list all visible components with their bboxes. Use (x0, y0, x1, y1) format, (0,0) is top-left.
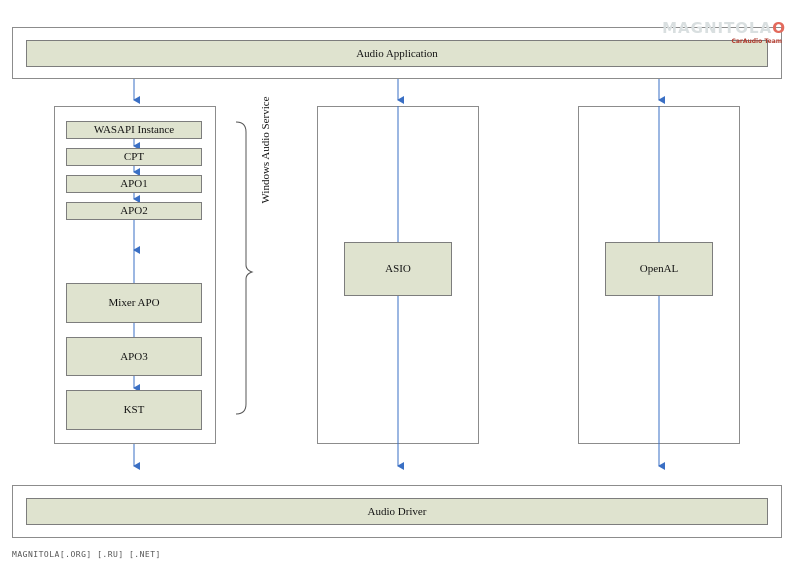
windows-audio-service-label: Windows Audio Service (260, 96, 272, 204)
cpt-label: CPT (123, 151, 145, 163)
wasapi-instance-label: WASAPI Instance (93, 124, 175, 136)
cpt-box: CPT (66, 148, 202, 166)
wasapi-instance-box: WASAPI Instance (66, 121, 202, 139)
apo3-label: APO3 (120, 350, 148, 363)
service-brace (235, 121, 254, 415)
watermark-main-text: MAGNITOLAO (662, 19, 786, 37)
audio-driver-box: Audio Driver (26, 498, 768, 525)
openal-box: OpenAL (605, 242, 713, 296)
audio-application-box: Audio Application (26, 40, 768, 67)
asio-box: ASIO (344, 242, 452, 296)
audio-application-label: Audio Application (356, 47, 438, 60)
footer-text: MAGNITOLA[.ORG] [.RU] [.NET] (12, 550, 161, 559)
openal-label: OpenAL (639, 263, 679, 275)
watermark-logo: MAGNITOLAO CarAudio Team (662, 19, 786, 49)
audio-driver-label: Audio Driver (367, 505, 427, 518)
apo2-box: APO2 (66, 202, 202, 220)
mixer-apo-label: Mixer APO (108, 297, 160, 309)
apo1-label: APO1 (120, 178, 148, 190)
watermark-sub-text: CarAudio Team (731, 38, 782, 45)
mixer-apo-box: Mixer APO (66, 283, 202, 323)
kst-label: KST (123, 404, 145, 416)
apo1-box: APO1 (66, 175, 202, 193)
kst-box: KST (66, 390, 202, 430)
apo3-box: APO3 (66, 337, 202, 376)
asio-label: ASIO (385, 263, 411, 275)
apo2-label: APO2 (120, 205, 148, 217)
